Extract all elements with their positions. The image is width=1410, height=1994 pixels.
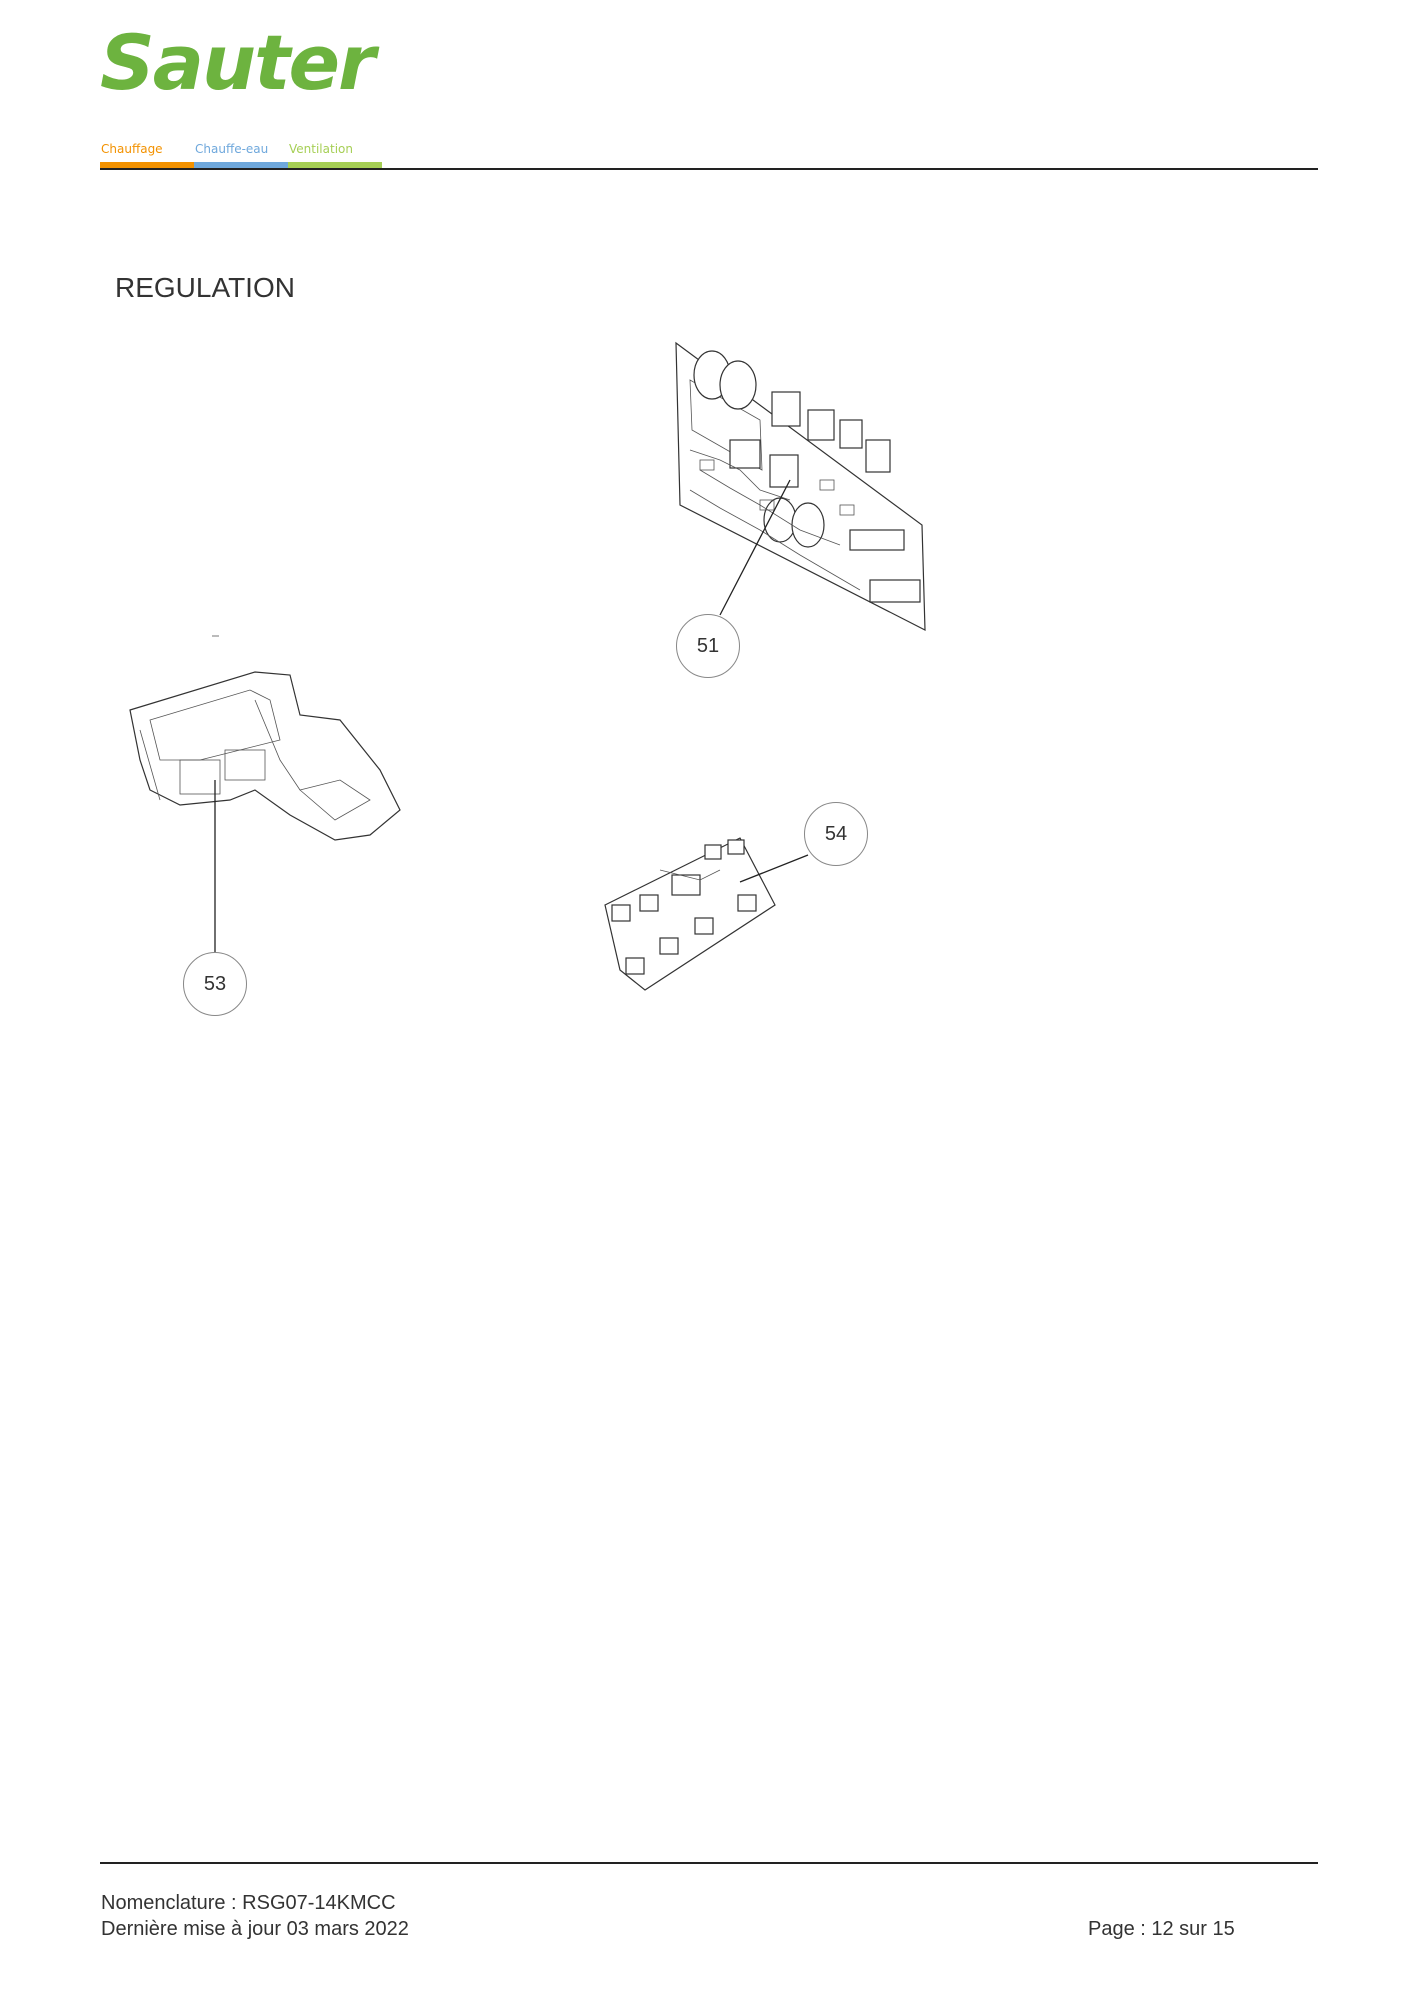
category-chauffe-eau: Chauffe-eau: [194, 142, 288, 170]
leader-line-51: [719, 479, 791, 616]
part-51-main-board: [675, 341, 926, 631]
footer-divider: [100, 1862, 1318, 1864]
category-chauffage: Chauffage: [100, 142, 194, 170]
header-divider: [100, 168, 1318, 170]
footer-page-number: Page : 12 sur 15: [1088, 1918, 1235, 1940]
category-label: Chauffe-eau: [195, 142, 269, 156]
category-ventilation: Ventilation: [288, 142, 382, 170]
footer-last-updated: Dernière mise à jour 03 mars 2022: [101, 1918, 409, 1940]
category-label: Ventilation: [289, 142, 353, 156]
section-title: REGULATION: [115, 272, 295, 303]
part-53-housing: [129, 671, 401, 841]
category-bar: [194, 162, 288, 170]
footer-nomenclature: Nomenclature : RSG07-14KMCC: [101, 1892, 396, 1914]
callout-54: 54: [804, 802, 868, 866]
category-tabs: Chauffage Chauffe-eau Ventilation: [100, 142, 384, 170]
leader-line-54: [739, 854, 809, 883]
category-bar: [288, 162, 382, 170]
category-bar: [100, 162, 194, 170]
sauter-logo: Sauter: [100, 18, 375, 107]
category-label: Chauffage: [101, 142, 163, 156]
callout-51: 51: [676, 614, 740, 678]
part-54-display-board: [604, 837, 776, 991]
callout-53: 53: [183, 952, 247, 1016]
